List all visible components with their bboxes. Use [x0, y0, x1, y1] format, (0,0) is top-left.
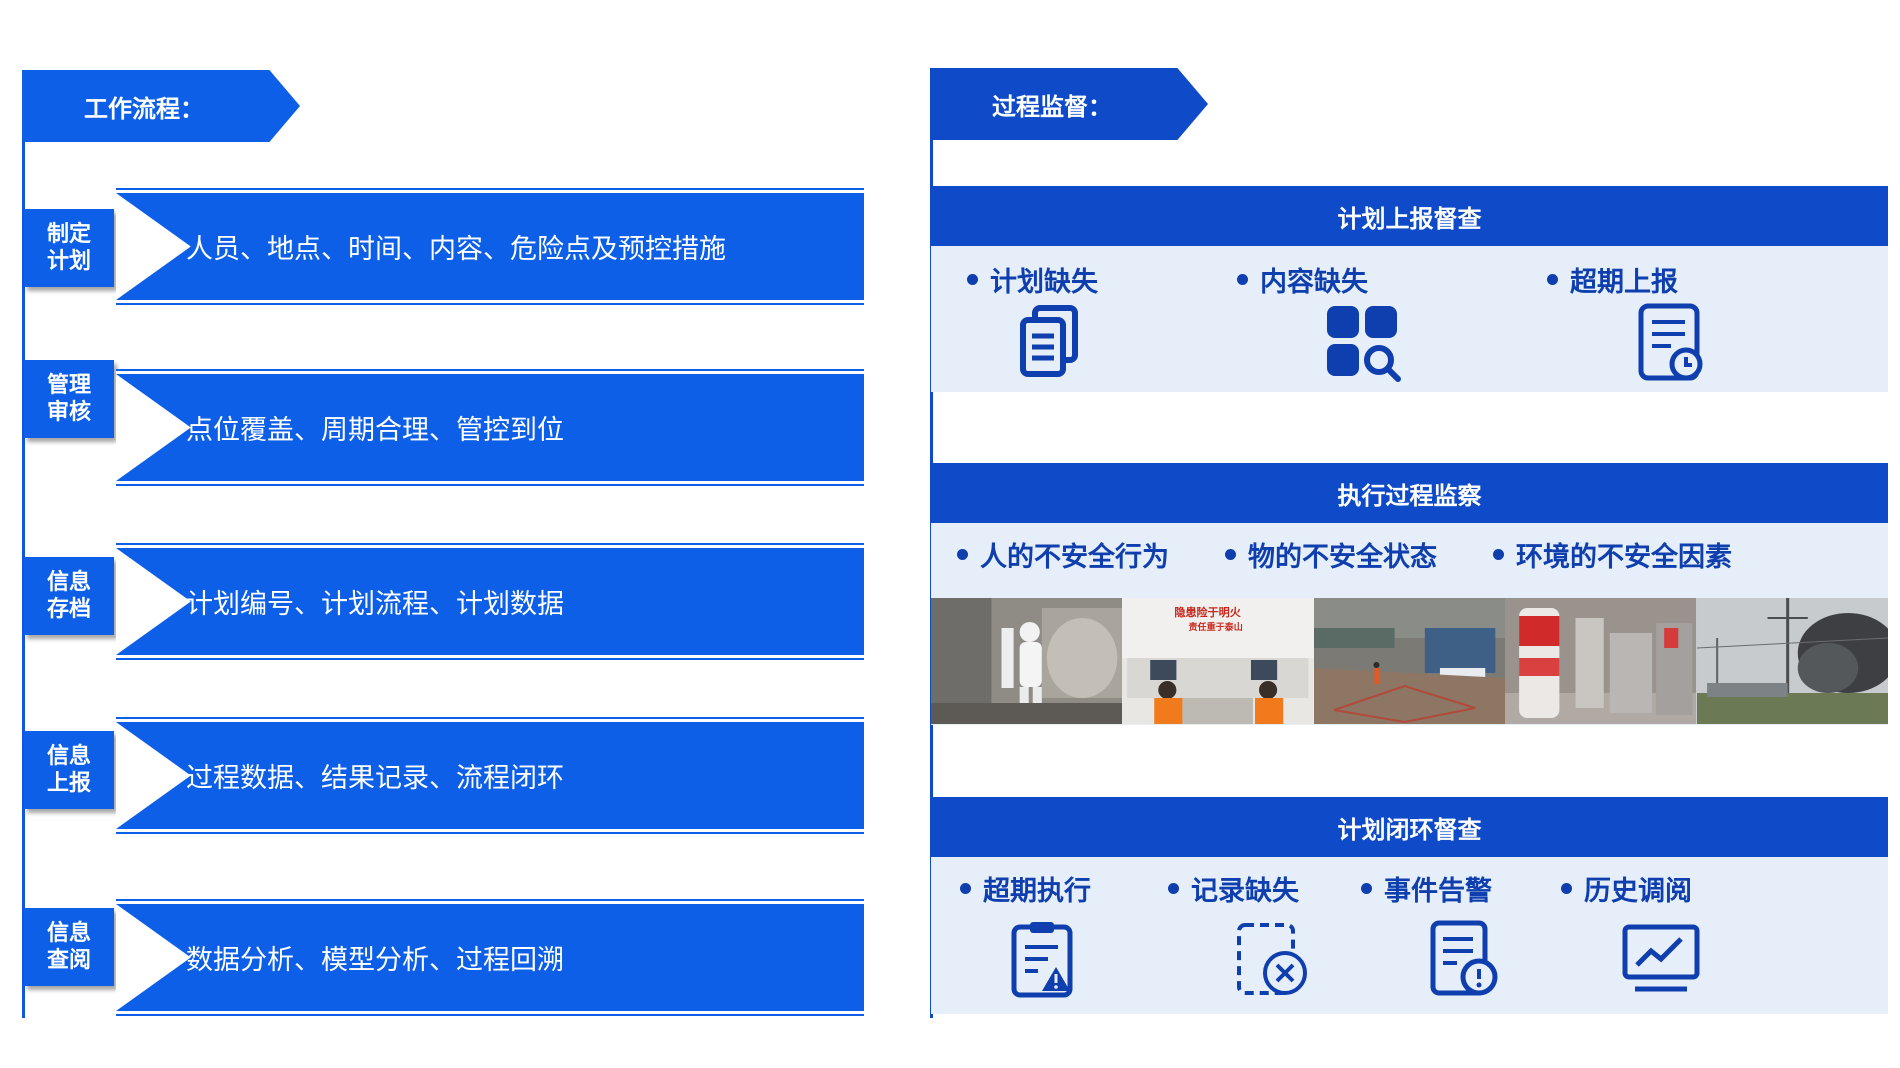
step-text: 计划编号、计划流程、计划数据 — [186, 589, 564, 620]
execution-item: 物的不安全状态 — [1225, 535, 1437, 574]
step-tab-label: 管理审核 — [46, 373, 91, 425]
item-label: 计划缺失 — [990, 267, 1098, 298]
bullet-dot — [1561, 883, 1572, 894]
step-band-plan: 人员、地点、时间、内容、危险点及预控措施 — [116, 188, 864, 305]
workflow-timeline-line — [22, 70, 25, 1018]
plan-report-item: 内容缺失 — [1237, 260, 1368, 299]
monitor-chart-icon — [1622, 924, 1700, 992]
step-tab-label: 信息上报 — [46, 744, 91, 796]
item-label: 内容缺失 — [1260, 267, 1368, 298]
step-text: 人员、地点、时间、内容、危险点及预控措施 — [186, 234, 726, 265]
execution-heading: 执行过程监察 — [931, 463, 1888, 523]
sign-line1: 隐患险于明火 — [1175, 605, 1242, 619]
step-band-review: 点位覆盖、周期合理、管控到位 — [116, 369, 864, 486]
item-label: 历史调阅 — [1584, 876, 1692, 907]
sign-line2: 责任重于泰山 — [1189, 621, 1243, 633]
workflow-title: 工作流程： — [84, 94, 204, 123]
step-arrow-fill — [116, 193, 864, 300]
bullet-dot — [1168, 883, 1179, 894]
step-arrow-fill — [116, 374, 864, 481]
step-band-query: 数据分析、模型分析、过程回溯 — [116, 899, 864, 1016]
step-tab-plan: 制定计划 — [24, 209, 114, 287]
document-alert-icon — [1430, 920, 1498, 996]
closed-loop-item: 历史调阅 — [1561, 869, 1692, 908]
bullet-dot — [960, 883, 971, 894]
execution-item: 环境的不安全因素 — [1493, 535, 1732, 574]
bullet-dot — [1493, 549, 1504, 560]
supervision-title-banner: 过程监督： — [930, 68, 1208, 140]
step-arrow-fill — [116, 722, 864, 829]
supervision-title: 过程监督： — [992, 92, 1112, 121]
plan-report-item: 计划缺失 — [967, 260, 1098, 299]
plan-report-panel: 计划缺失 内容缺失 超期上报 — [931, 246, 1888, 392]
item-label: 人的不安全行为 — [980, 542, 1169, 573]
chemical-containers-photo — [1505, 598, 1697, 724]
step-band-archive: 计划编号、计划流程、计划数据 — [116, 543, 864, 660]
bullet-dot — [1547, 274, 1558, 285]
bullet-dot — [967, 274, 978, 285]
documents-icon — [1020, 305, 1078, 377]
step-tab-label: 信息存档 — [46, 570, 91, 622]
workflow-title-banner: 工作流程： — [22, 70, 300, 142]
step-tab-label: 信息查阅 — [46, 921, 91, 973]
plan-report-item: 超期上报 — [1547, 260, 1678, 299]
item-label: 超期执行 — [983, 876, 1091, 907]
step-tab-report: 信息上报 — [24, 731, 114, 809]
closed-loop-item: 事件告警 — [1361, 869, 1492, 908]
bullet-dot — [1361, 883, 1372, 894]
step-text: 数据分析、模型分析、过程回溯 — [186, 945, 564, 976]
missing-record-icon — [1237, 923, 1307, 995]
step-band-report: 过程数据、结果记录、流程闭环 — [116, 717, 864, 834]
bullet-dot — [957, 549, 968, 560]
closed-loop-item: 记录缺失 — [1168, 869, 1299, 908]
grid-search-icon — [1327, 306, 1401, 382]
photo-strip: 隐患险于明火 责任重于泰山 — [931, 598, 1889, 724]
item-label: 物的不安全状态 — [1248, 542, 1437, 573]
item-label: 事件告警 — [1384, 876, 1492, 907]
closed-loop-item: 超期执行 — [960, 869, 1091, 908]
step-tab-archive: 信息存档 — [24, 557, 114, 635]
closed-loop-heading: 计划闭环督查 — [931, 797, 1888, 857]
plan-report-heading: 计划上报督查 — [931, 186, 1888, 246]
bullet-dot — [1237, 274, 1248, 285]
item-label: 超期上报 — [1570, 267, 1678, 298]
step-tab-query: 信息查阅 — [24, 908, 114, 986]
step-tab-label: 制定计划 — [46, 222, 91, 274]
site-construction-photo — [1313, 598, 1506, 724]
step-arrow-fill — [116, 904, 864, 1011]
step-text: 点位覆盖、周期合理、管控到位 — [186, 415, 564, 446]
step-tab-review: 管理审核 — [24, 360, 114, 438]
worker-protective-suit-photo — [931, 598, 1123, 724]
bullet-dot — [1225, 549, 1236, 560]
document-clock-icon — [1638, 303, 1703, 381]
control-room-photo: 隐患险于明火 责任重于泰山 — [1122, 598, 1314, 724]
item-label: 记录缺失 — [1191, 876, 1299, 907]
substation-smoke-photo — [1696, 598, 1889, 724]
step-text: 过程数据、结果记录、流程闭环 — [186, 763, 564, 794]
execution-panel: 人的不安全行为 物的不安全状态 环境的不安全因素 隐患险于明 — [931, 523, 1889, 725]
clipboard-warning-icon — [1011, 922, 1073, 998]
closed-loop-panel: 超期执行 记录缺失 事件告警 历史调阅 — [931, 857, 1888, 1014]
step-arrow-fill — [116, 548, 864, 655]
item-label: 环境的不安全因素 — [1516, 542, 1732, 573]
execution-item: 人的不安全行为 — [957, 535, 1169, 574]
